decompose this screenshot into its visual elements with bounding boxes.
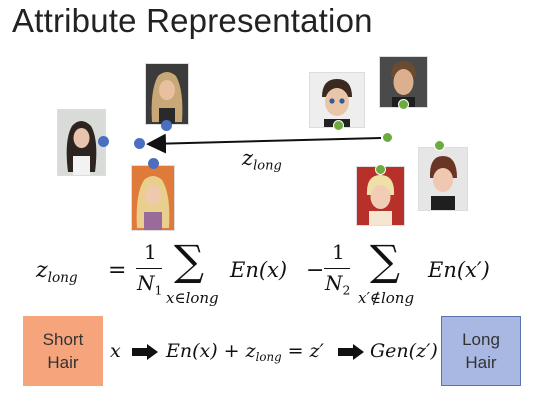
fraction-2-denominator: N2 bbox=[325, 271, 351, 298]
block-arrow-icon bbox=[338, 344, 364, 360]
blue-point bbox=[148, 158, 159, 169]
fraction-2-numerator: 1 bbox=[332, 240, 345, 264]
photo-long-hair-2 bbox=[146, 64, 188, 124]
green-point bbox=[398, 99, 409, 110]
blue-point bbox=[134, 138, 145, 149]
term-1: En(x) bbox=[230, 258, 288, 282]
fraction-2-bar bbox=[324, 268, 350, 269]
sum-1-subscript: x∈long bbox=[166, 289, 219, 307]
sum-symbol-2: ∑ bbox=[370, 236, 400, 285]
photo-short-hair-1 bbox=[310, 73, 364, 127]
long-hair-box: Long Hair bbox=[441, 316, 521, 386]
photo-short-hair-4 bbox=[419, 148, 467, 210]
slide-title: Attribute Representation bbox=[12, 2, 373, 39]
blue-point bbox=[161, 120, 172, 131]
green-point bbox=[375, 164, 386, 175]
photo-long-hair-3 bbox=[132, 166, 174, 230]
equation-minus: − bbox=[306, 258, 325, 283]
green-point bbox=[333, 120, 344, 131]
photo-short-hair-2 bbox=[380, 57, 427, 107]
green-point bbox=[434, 140, 445, 151]
long-hair-label-line2: Hair bbox=[465, 353, 497, 372]
equation-equals: = bbox=[108, 258, 127, 283]
long-hair-label-line1: Long bbox=[462, 330, 500, 349]
photo-long-hair-1 bbox=[58, 110, 105, 175]
green-point bbox=[382, 132, 393, 143]
equation-lhs: zlong bbox=[36, 258, 78, 286]
sum-2-subscript: x′∉long bbox=[358, 289, 415, 307]
fraction-1-denominator: N1 bbox=[137, 271, 163, 298]
pipeline-input: x bbox=[110, 340, 121, 362]
vector-label: zlong bbox=[242, 146, 282, 174]
blue-point bbox=[98, 136, 109, 147]
fraction-1-bar bbox=[136, 268, 162, 269]
short-hair-label-line1: Short bbox=[42, 330, 84, 349]
short-hair-box: Short Hair bbox=[23, 316, 103, 386]
term-2: En(x′) bbox=[428, 258, 490, 282]
block-arrow-icon bbox=[132, 344, 158, 360]
pipeline-output: Gen(z′) bbox=[370, 340, 438, 362]
equation: zlong = 1 N1 ∑ x∈long En(x) − 1 N2 ∑ x′∉… bbox=[36, 236, 490, 308]
short-hair-label-line2: Hair bbox=[47, 353, 79, 372]
photo-short-hair-3 bbox=[357, 167, 404, 225]
pipeline-middle: En(x) + zlong = z′ bbox=[166, 340, 324, 365]
fraction-1-numerator: 1 bbox=[144, 240, 157, 264]
sum-symbol-1: ∑ bbox=[174, 236, 204, 285]
